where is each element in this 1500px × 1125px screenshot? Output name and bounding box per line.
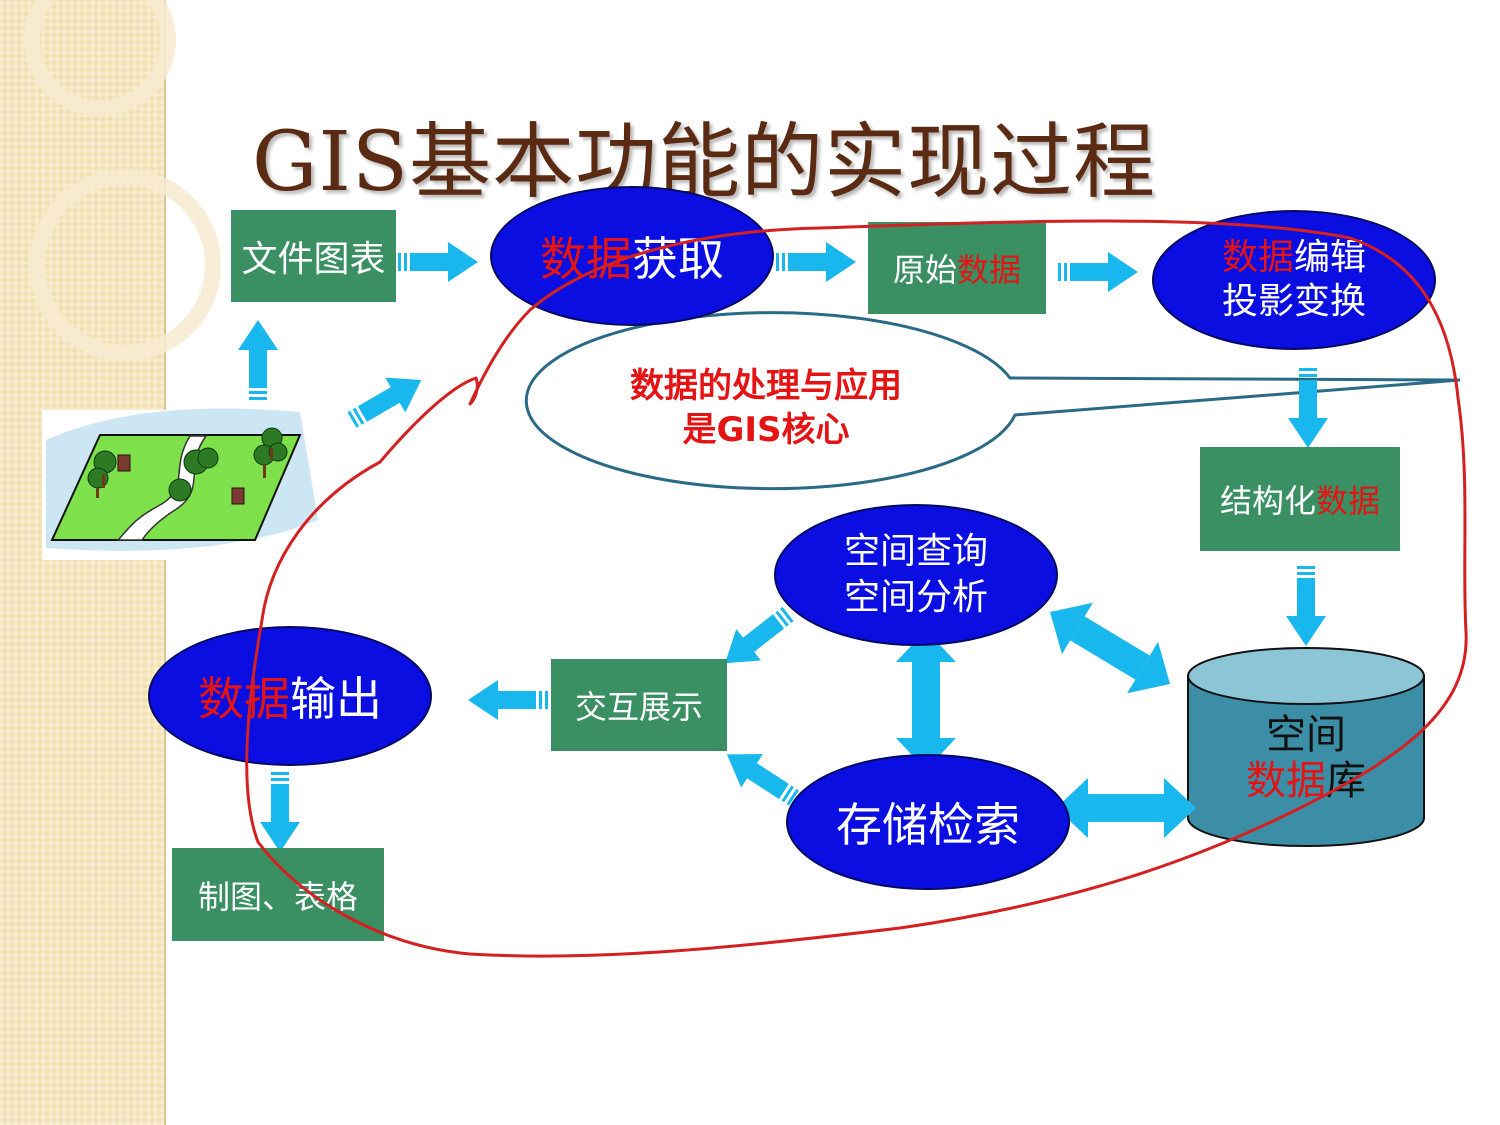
arrow-map-to-files (238, 320, 278, 400)
node-raw-data: 原始数据 (868, 222, 1046, 314)
node-spatial-query-line1: 空间查询 (843, 531, 988, 572)
arrow-map-to-acquire (342, 362, 432, 438)
node-data-editing-line1: 数据编辑 (1221, 237, 1367, 278)
node-data-output-label: 数据输出 (198, 672, 382, 726)
arrow-output-to-maps (260, 772, 300, 852)
node-interactive-display-label: 交互展示 (574, 688, 703, 726)
arrow-structured-to-db (1286, 566, 1326, 646)
node-storage-retrieval-label: 存储检索 (836, 798, 1020, 852)
arrow-raw-to-edit (1058, 252, 1138, 292)
node-storage-retrieval: 存储检索 (786, 754, 1070, 890)
node-maps-tables-label: 制图、表格 (197, 877, 358, 916)
node-data-acquisition-label: 数据获取 (540, 232, 724, 286)
arrow-storage-db (1056, 778, 1196, 838)
callout-line1: 数据的处理与应用 (630, 366, 902, 406)
callout-text: 数据的处理与应用 是GIS核心 (560, 364, 972, 452)
node-data-editing-line2: 投影变换 (1221, 281, 1366, 322)
node-spatial-database-label: 空间 数据库 (1246, 712, 1366, 804)
node-interactive-display: 交互展示 (551, 659, 727, 751)
node-raw-data-label: 原始数据 (892, 251, 1022, 289)
arrow-query-storage (896, 630, 956, 770)
node-data-output: 数据输出 (148, 626, 432, 766)
node-data-acquisition: 数据获取 (490, 186, 774, 326)
node-structured-data: 结构化数据 (1200, 447, 1400, 551)
decorative-rings (24, 0, 221, 361)
arrow-acquire-to-raw (776, 242, 856, 282)
callout-line2: 是GIS核心 (682, 410, 850, 450)
node-spatial-query-line2: 空间分析 (843, 577, 988, 618)
node-maps-tables: 制图、表格 (172, 848, 384, 941)
node-structured-data-label: 结构化数据 (1219, 482, 1381, 520)
node-file-charts-label: 文件图表 (241, 239, 386, 280)
arrow-files-to-acquire (398, 242, 478, 282)
arrow-interact-to-output (468, 680, 548, 720)
arrow-query-db (1034, 586, 1186, 710)
landscape-map-icon (42, 408, 318, 560)
page-title: GIS基本功能的实现过程 (252, 115, 1157, 210)
node-data-editing: 数据编辑 投影变换 (1152, 210, 1436, 350)
node-spatial-query: 空间查询 空间分析 (774, 504, 1058, 646)
node-file-charts: 文件图表 (231, 210, 396, 302)
